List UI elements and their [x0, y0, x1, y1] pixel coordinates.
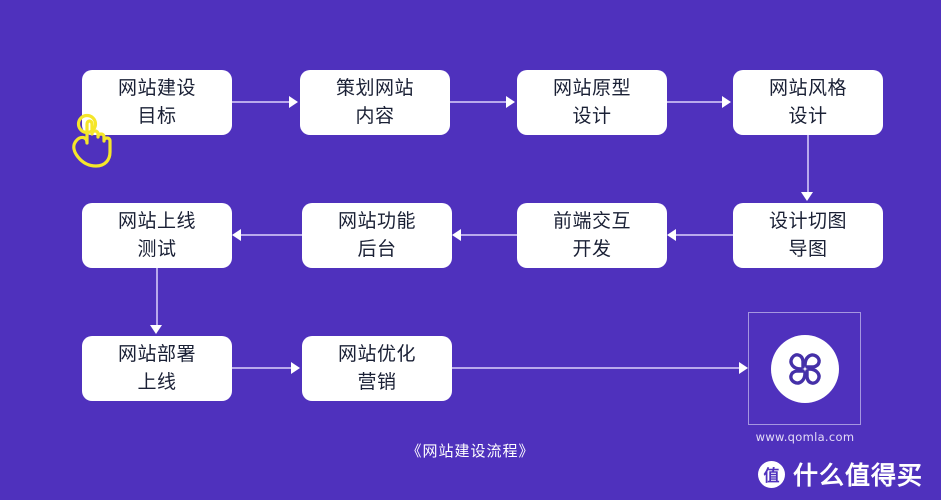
arrowhead-left-icon — [667, 229, 676, 241]
arrowhead-right-icon — [739, 362, 748, 374]
connector-test-to-deploy — [156, 268, 158, 328]
flow-node-plan-content[interactable]: 策划网站 内容 — [300, 70, 450, 135]
connector-deploy-to-optimize — [232, 367, 294, 369]
arrowhead-right-icon — [722, 96, 731, 108]
flow-node-frontend-dev[interactable]: 前端交互 开发 — [517, 203, 667, 268]
arrowhead-down-icon — [150, 325, 162, 334]
brand-logo-circle — [770, 334, 839, 403]
connector-frontend-to-backend — [456, 234, 517, 236]
diagram-caption: 《网站建设流程》 — [406, 442, 535, 460]
arrowhead-down-icon — [801, 192, 813, 201]
flow-node-prototype-design[interactable]: 网站原型 设计 — [517, 70, 667, 135]
flow-node-deploy-online[interactable]: 网站部署 上线 — [82, 336, 232, 401]
connector-prototype-to-style — [667, 101, 726, 103]
flow-node-design-slicing[interactable]: 设计切图 导图 — [733, 203, 883, 268]
hand-click-cursor-icon — [66, 112, 118, 170]
arrowhead-left-icon — [452, 229, 461, 241]
watermark: 值 什么值得买 — [757, 456, 923, 492]
brand-url-label: www.qomla.com — [755, 430, 855, 444]
connector-goal-to-plan — [232, 101, 292, 103]
connector-slicing-to-frontend — [671, 234, 733, 236]
flow-node-style-design[interactable]: 网站风格 设计 — [733, 70, 883, 135]
flow-node-backend-function[interactable]: 网站功能 后台 — [302, 203, 452, 268]
arrowhead-right-icon — [291, 362, 300, 374]
arrowhead-right-icon — [506, 96, 515, 108]
connector-style-to-slicing — [807, 135, 809, 195]
flow-node-website-goal[interactable]: 网站建设 目标 — [82, 70, 232, 135]
arrowhead-right-icon — [289, 96, 298, 108]
flow-node-launch-test[interactable]: 网站上线 测试 — [82, 203, 232, 268]
arrowhead-left-icon — [232, 229, 241, 241]
brand-logo-panel — [748, 312, 861, 425]
connector-optimize-to-brand — [452, 367, 742, 369]
connector-plan-to-prototype — [450, 101, 510, 103]
watermark-label: 什么值得买 — [792, 461, 923, 490]
watermark-badge-icon: 值 — [757, 460, 785, 488]
flow-node-optimize-market[interactable]: 网站优化 营销 — [302, 336, 452, 401]
connector-backend-to-test — [236, 234, 302, 236]
qomla-pinwheel-icon — [788, 352, 821, 385]
